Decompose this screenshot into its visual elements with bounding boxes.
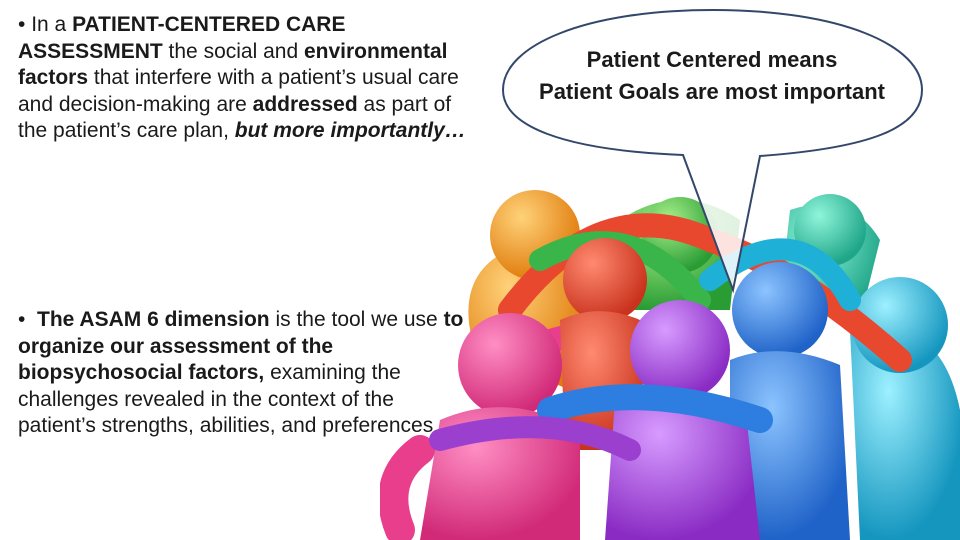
bold-text-run: addressed xyxy=(252,92,358,116)
bullet-marker: • xyxy=(18,13,26,36)
bold-text-run: The ASAM 6 dimension xyxy=(37,308,270,331)
text-run: as part of the patient’s care plan, xyxy=(18,92,457,143)
text-run: the social and xyxy=(162,39,304,63)
text-run: examining the challenges revealed in the… xyxy=(18,361,434,437)
bullet-paragraph-1: • In a PATIENT-CENTERED CARE ASSESSMENT … xyxy=(18,12,468,145)
text-run: is the tool we use xyxy=(269,308,444,331)
bold-text-run: PATIENT-CENTERED CARE ASSESSMENT xyxy=(18,13,351,63)
callout-line-2: Patient Goals are most important xyxy=(539,79,885,104)
text-run xyxy=(25,308,37,331)
bold-italic-text-run: but more xyxy=(234,119,325,142)
text-run: that interfere with a patient’s usual ca… xyxy=(18,66,465,116)
bold-text-run: environmental factors xyxy=(18,39,454,90)
figure-purple xyxy=(605,300,760,540)
callout-text: Patient Centered means Patient Goals are… xyxy=(506,44,918,108)
text-run: In a xyxy=(25,13,73,36)
bold-italic-text-run: importantly… xyxy=(330,119,466,142)
callout-line-1: Patient Centered means xyxy=(586,47,838,72)
bullet-marker: • xyxy=(18,308,26,331)
bullet-paragraph-2: • The ASAM 6 dimension is the tool we us… xyxy=(18,307,468,440)
bold-text-run: to organize our assessment of the biopsy… xyxy=(18,308,470,384)
